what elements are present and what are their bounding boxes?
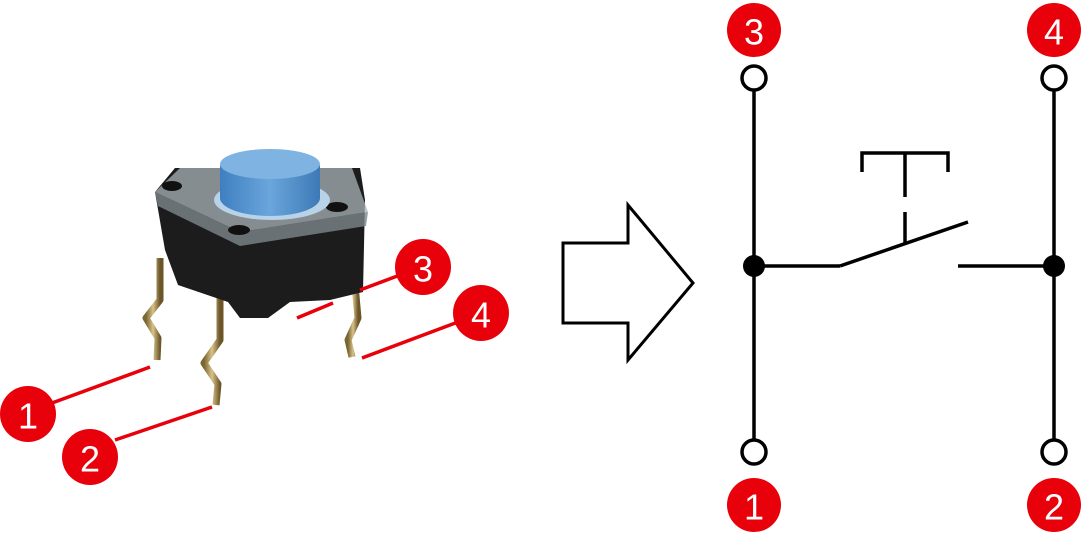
pin — [142, 258, 362, 406]
svg-text:3: 3 — [413, 249, 433, 290]
junction-dot — [1043, 255, 1065, 277]
photo-pin-label-1: 1 — [0, 386, 56, 442]
schematic-label-4: 4 — [1027, 3, 1081, 57]
svg-text:1: 1 — [18, 396, 38, 437]
schematic-label-3: 3 — [727, 3, 781, 57]
svg-text:3: 3 — [744, 12, 764, 53]
svg-text:2: 2 — [1044, 487, 1064, 528]
terminal — [740, 64, 768, 92]
schematic-label-2: 2 — [1027, 478, 1081, 532]
terminal — [740, 438, 768, 466]
screw-head — [162, 181, 182, 191]
screw-head — [228, 225, 250, 235]
screw-head — [326, 202, 348, 212]
button-cap-top — [220, 149, 320, 179]
right-arrow-icon — [561, 200, 695, 365]
leader-lines — [51, 273, 459, 442]
photo-pin-label-4: 4 — [453, 285, 509, 341]
junction-dot — [743, 255, 765, 277]
switch-schematic — [740, 64, 1068, 466]
svg-text:4: 4 — [1044, 12, 1064, 53]
terminal — [1040, 438, 1068, 466]
schematic-label-1: 1 — [727, 478, 781, 532]
svg-text:2: 2 — [80, 439, 100, 480]
switch-photo — [142, 149, 368, 406]
photo-pin-label-2: 2 — [62, 429, 118, 485]
photo-pin-label-3: 3 — [395, 239, 451, 295]
svg-text:4: 4 — [471, 295, 491, 336]
terminal — [1040, 64, 1068, 92]
svg-text:1: 1 — [744, 487, 764, 528]
button-cap — [220, 165, 320, 216]
